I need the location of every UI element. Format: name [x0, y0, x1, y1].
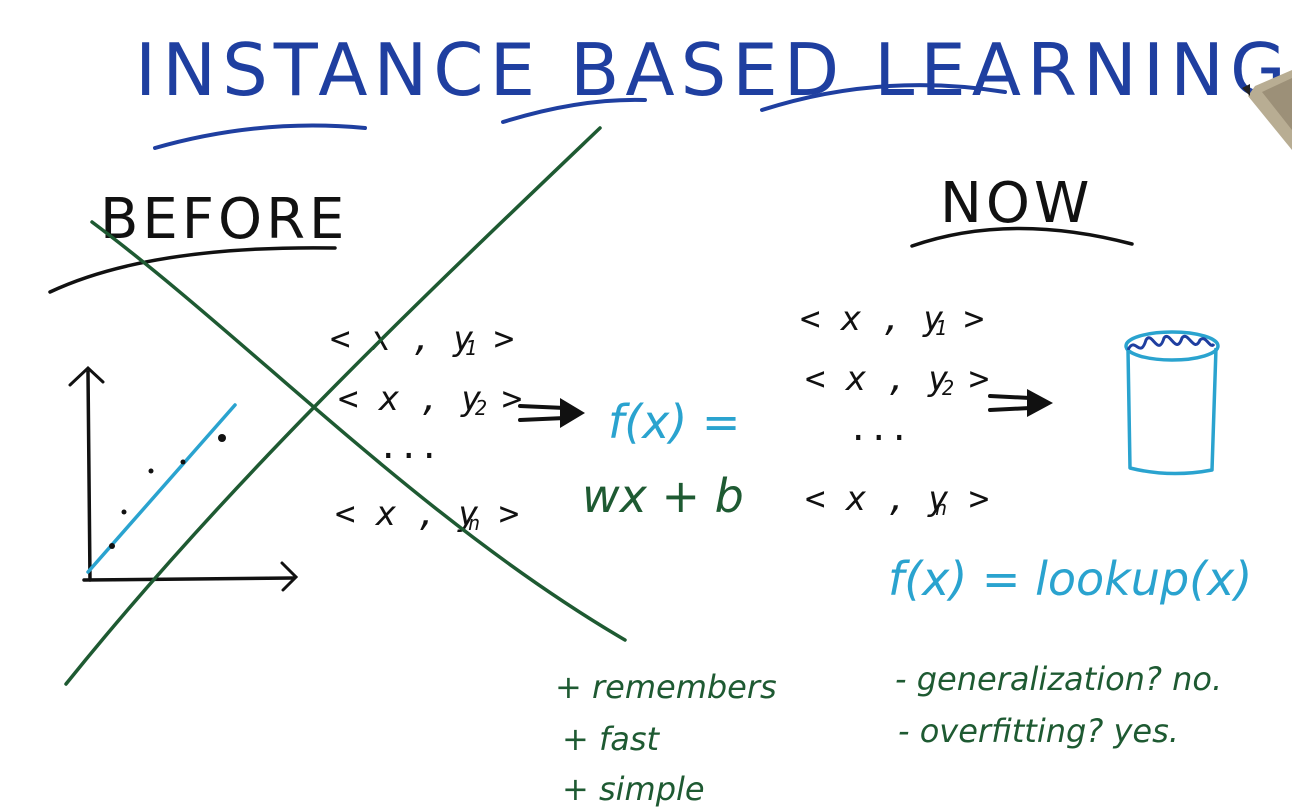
x-axis-arrow-icon	[280, 561, 299, 592]
now-heading: NOW	[940, 171, 1093, 236]
before-formula: f(x) =	[608, 395, 740, 449]
data-point	[148, 468, 154, 474]
before-linear-term: wx + b	[582, 469, 744, 523]
cons-list: - generalization? no. - overfitting? yes…	[895, 660, 1222, 750]
implies-arrow-head-icon-1	[560, 398, 585, 428]
now-pair-1: < x , y >	[800, 299, 984, 339]
y-axis	[86, 370, 92, 582]
pro-item-simple: + simple	[562, 770, 705, 808]
marker-pen-icon	[1242, 70, 1292, 150]
now-underline	[910, 226, 1134, 248]
y-axis-arrow-icon	[68, 365, 105, 387]
before-heading: BEFORE	[100, 187, 348, 252]
implies-arrow-shaft-1	[518, 404, 567, 422]
title-text: INSTANCE BASED LEARNING	[135, 28, 1292, 112]
pair-2-subscript: 2	[475, 396, 487, 420]
x-axis	[82, 576, 296, 582]
data-point	[121, 509, 127, 515]
data-point	[218, 434, 226, 442]
pair-ellipsis: ...	[378, 427, 439, 467]
pair-2: < x , y >	[338, 379, 522, 419]
pro-item-remembers: + remembers	[555, 668, 777, 706]
title-underline-3	[760, 83, 1007, 112]
data-pairs-before: < x , y > 1 < x , y > 2 ... < x , y > n	[330, 319, 522, 535]
now-pair-n-subscript: n	[935, 496, 947, 520]
before-underline	[48, 246, 337, 294]
pair-1-subscript: 1	[465, 336, 477, 360]
data-pairs-now: < x , y > 1 < x , y > 2 ... < x , y > n	[800, 299, 989, 520]
now-pair-2: < x , y >	[805, 359, 989, 399]
now-pair-1-subscript: 1	[935, 316, 947, 340]
now-pair-n: < x , y >	[805, 479, 989, 519]
title-underline-1	[153, 123, 367, 150]
pair-n-subscript: n	[468, 511, 480, 535]
pair-1: < x , y >	[330, 319, 514, 359]
cross-out-stroke-1	[90, 220, 627, 642]
implies-arrow-head-icon-2	[1027, 389, 1053, 417]
implies-arrow-shaft-2	[988, 394, 1032, 412]
now-pair-ellipsis: ...	[848, 409, 909, 449]
con-item-overfitting: - overfitting? yes.	[898, 712, 1179, 750]
data-point	[109, 543, 115, 549]
pros-list: + remembers + fast + simple	[555, 668, 777, 808]
now-pair-2-subscript: 2	[942, 376, 954, 400]
database-icon	[1124, 330, 1220, 476]
title-underline-2	[501, 97, 647, 124]
now-formula: f(x) = lookup(x)	[888, 552, 1252, 606]
con-item-generalization: - generalization? no.	[895, 660, 1222, 698]
data-point	[180, 459, 186, 465]
pro-item-fast: + fast	[562, 720, 661, 758]
cross-out-stroke-2	[64, 126, 602, 686]
